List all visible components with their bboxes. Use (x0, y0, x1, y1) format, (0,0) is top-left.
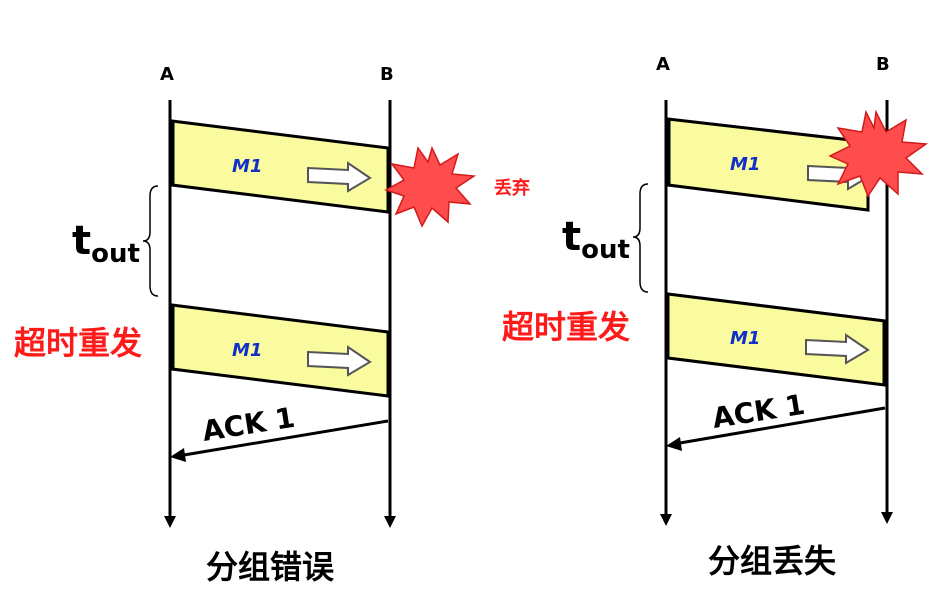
right-caption: 分组丢失 (708, 542, 837, 580)
left-packet-1-label: M1 (232, 156, 262, 177)
right-timeline-a-arrowhead (660, 514, 672, 526)
left-timeline-a-arrowhead (164, 516, 176, 528)
left-tout-label: tout (72, 218, 140, 269)
right-ack-label: ACK 1 (710, 388, 807, 435)
left-timeline-b-arrowhead (384, 516, 396, 528)
right-packet-1-label: M1 (730, 154, 760, 175)
right-panel: A B M1 tout 超时重发 M1 (502, 54, 929, 580)
brace-icon (632, 183, 649, 293)
right-node-a-label: A (656, 54, 670, 75)
left-ack-arrow (177, 419, 389, 458)
left-packet-1 (170, 119, 390, 214)
right-node-b-label: B (876, 54, 890, 75)
right-retransmit-label: 超时重发 (502, 308, 630, 346)
explosion-icon (828, 109, 929, 198)
hollow-arrow-icon (307, 161, 372, 193)
explosion-icon (384, 145, 477, 228)
right-ack-arrowhead (666, 437, 682, 451)
right-packet-1 (666, 117, 870, 212)
hollow-arrow-icon (307, 345, 372, 377)
left-node-b-label: B (380, 64, 394, 85)
left-ack-label: ACK 1 (200, 401, 297, 448)
brace-icon (142, 185, 159, 297)
right-ack-arrow (673, 406, 886, 446)
left-caption: 分组错误 (206, 548, 335, 586)
left-packet-2-label: M1 (232, 340, 262, 361)
right-timeline-b-arrowhead (881, 512, 893, 524)
left-ack-arrowhead (170, 448, 186, 462)
left-node-a-label: A (160, 64, 174, 85)
right-packet-2-label: M1 (730, 328, 760, 349)
left-retransmit-label: 超时重发 (14, 324, 142, 362)
right-tout-label: tout (562, 214, 630, 265)
left-packet-2 (170, 303, 390, 398)
hollow-arrow-icon (805, 333, 870, 365)
discard-label: 丢弃 (494, 177, 530, 199)
left-panel: A B M1 丢弃 tout 超时重发 M1 (14, 64, 530, 586)
